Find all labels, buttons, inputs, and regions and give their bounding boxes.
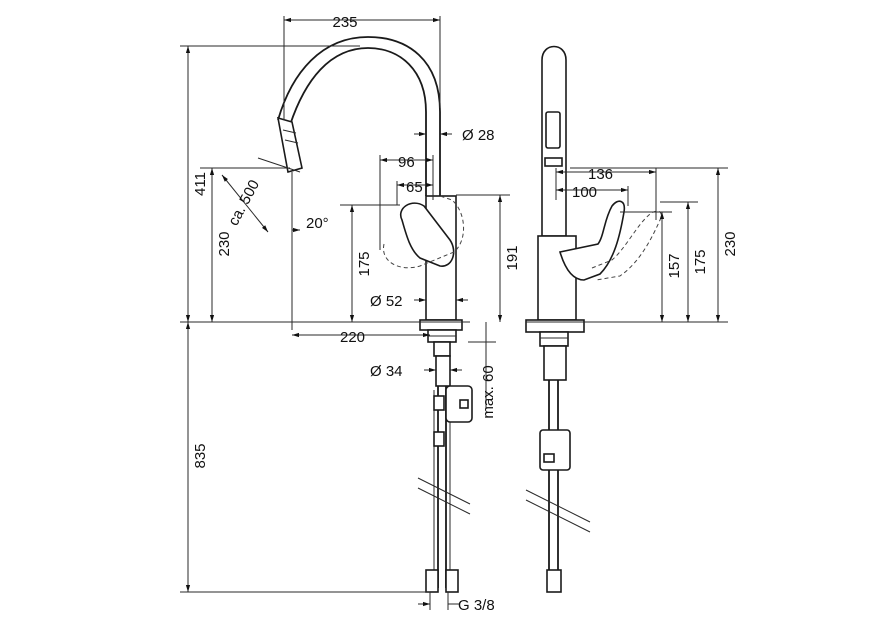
front-dimensions: 235 411 835 230 ca. 500 20° 220 96: [180, 14, 521, 614]
lever-dashed: [383, 195, 465, 269]
dim-dia52: Ø 52: [370, 293, 403, 310]
dim-175-right: 175: [692, 249, 709, 274]
dim-20deg: 20°: [306, 215, 329, 232]
side-body: [537, 235, 577, 321]
dim-230-left: 230: [216, 231, 233, 256]
dim-dia28: Ø 28: [462, 127, 495, 144]
dim-dia34: Ø 34: [370, 363, 403, 380]
dim-235: 235: [332, 14, 357, 31]
dim-max60: max. 60: [480, 365, 497, 418]
dim-220: 220: [340, 329, 365, 346]
control-box: [445, 385, 473, 423]
dim-96: 96: [398, 154, 415, 171]
dim-g38: G 3/8: [458, 597, 495, 614]
shank: [435, 355, 451, 387]
dim-ca500: ca. 500: [225, 177, 263, 228]
dim-191: 191: [504, 245, 521, 270]
dim-100: 100: [572, 184, 597, 201]
dim-157: 157: [666, 253, 683, 278]
spout-outline: [289, 47, 427, 196]
spout-inner: [277, 36, 441, 196]
dim-136: 136: [588, 166, 613, 183]
front-view: [276, 36, 473, 593]
dim-835: 835: [192, 443, 209, 468]
dim-175-left: 175: [356, 251, 373, 276]
side-view: [525, 45, 662, 593]
lever: [399, 202, 455, 267]
dim-65: 65: [406, 179, 423, 196]
dim-230-right: 230: [722, 231, 739, 256]
side-dimensions: 136 100 157 175 230: [526, 166, 739, 323]
dim-411: 411: [192, 172, 209, 196]
pullout-head: [276, 116, 303, 174]
